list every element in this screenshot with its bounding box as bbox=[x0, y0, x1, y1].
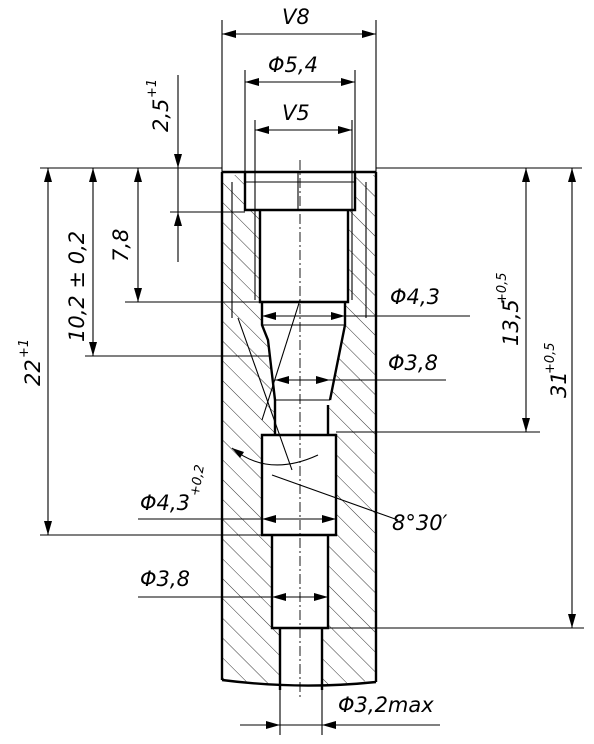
dim-31-label: 31 bbox=[547, 371, 571, 398]
dim-135-label: 13,5 bbox=[499, 299, 523, 346]
arrowheads bbox=[44, 30, 576, 729]
dim-d38-low-label: Φ3,8 bbox=[140, 567, 190, 591]
dim-25-label: 2,5 bbox=[149, 99, 173, 132]
part-outline bbox=[220, 170, 378, 690]
dim-22-label: 22 bbox=[21, 359, 45, 386]
dim-d43-top-label: Φ4,3 bbox=[390, 285, 440, 309]
dim-d43-low-label: Φ4,3 bbox=[140, 491, 190, 515]
dimension-lines bbox=[40, 20, 584, 735]
dim-d54-label: Φ5,4 bbox=[268, 53, 318, 77]
dim-25-tolerance: +1 bbox=[145, 79, 160, 98]
dim-31-tolerance: +0,5 bbox=[543, 342, 558, 374]
dim-d38-top-label: Φ3,8 bbox=[388, 351, 438, 375]
dim-22-tolerance: +1 bbox=[17, 339, 32, 358]
dim-135-tolerance: +0,5 bbox=[495, 272, 510, 304]
dim-d32-label: Φ3,2max bbox=[338, 693, 434, 717]
dim-d43-low-tolerance: +0,2 bbox=[188, 464, 208, 498]
dim-v5-label: V5 bbox=[282, 101, 310, 125]
dim-v8-label: V8 bbox=[282, 5, 310, 29]
dim-78-label: 7,8 bbox=[109, 229, 133, 262]
dim-angle-label: 8°30′ bbox=[392, 511, 448, 535]
dim-102-label: 10,2 ± 0,2 bbox=[65, 231, 89, 342]
